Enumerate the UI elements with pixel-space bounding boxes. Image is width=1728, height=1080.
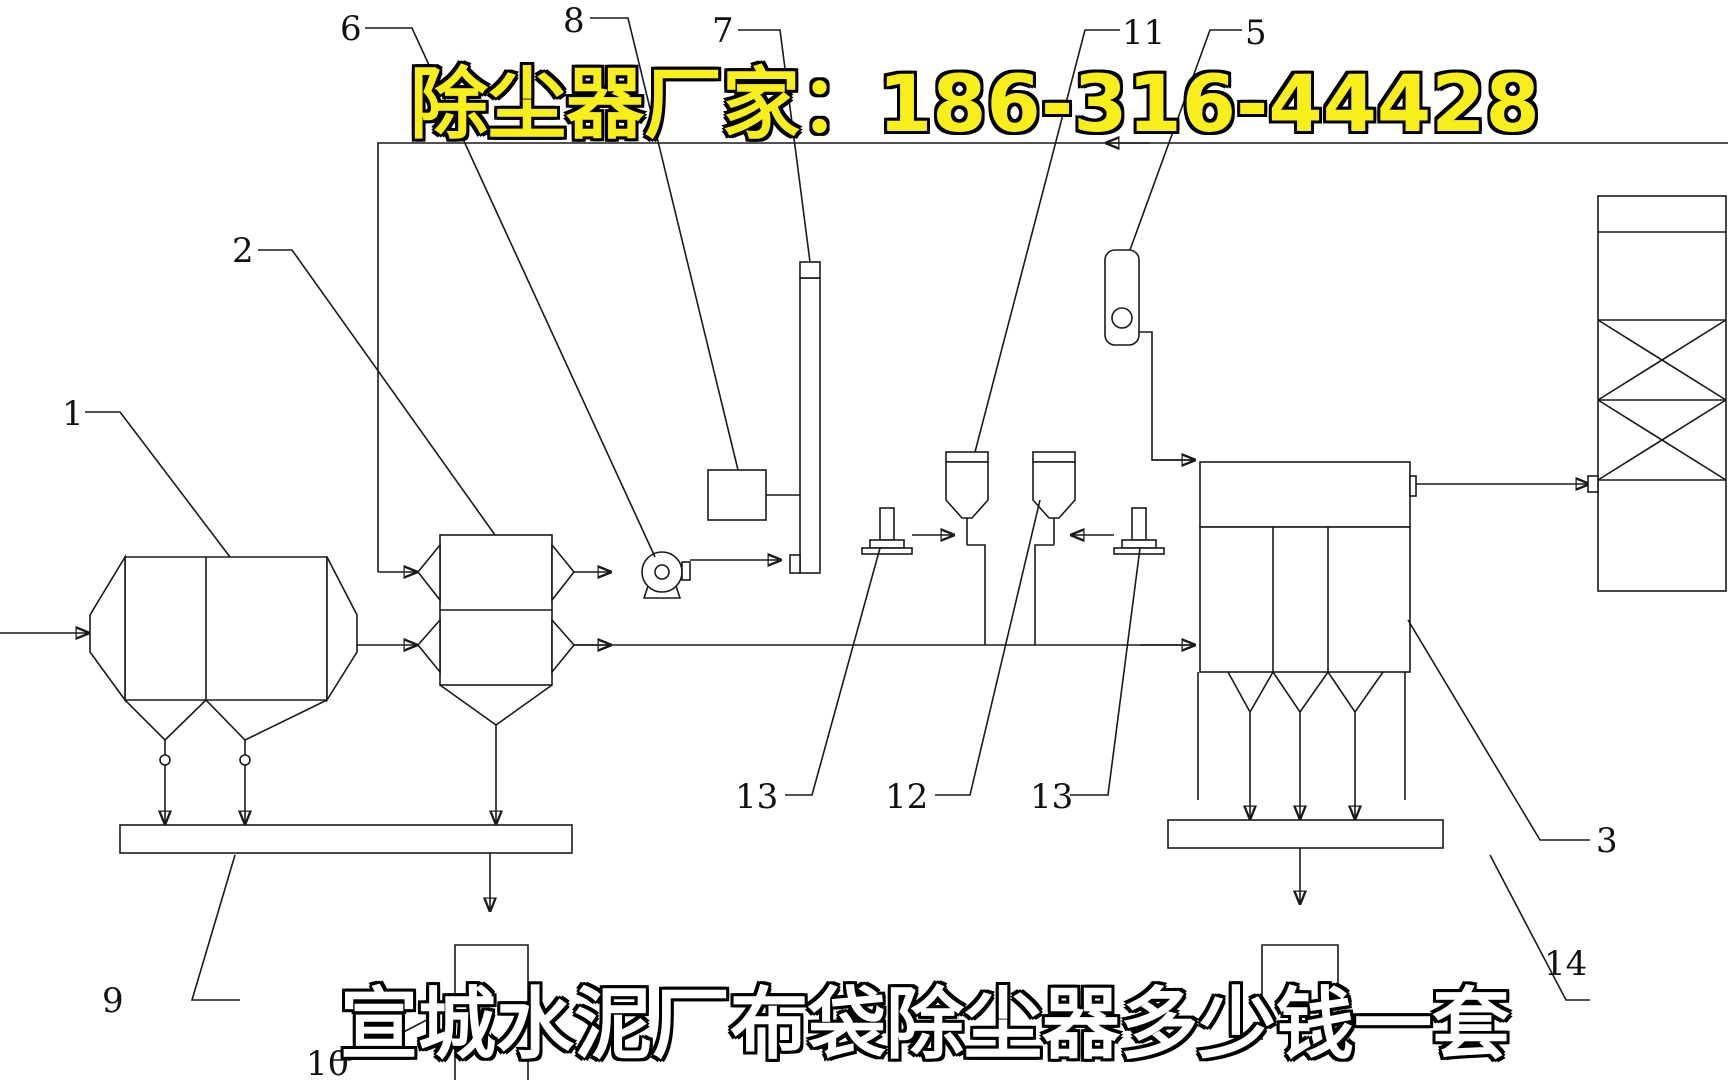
- recirculation-duct: [377, 143, 1728, 572]
- label-5: 5: [1245, 13, 1267, 53]
- dosing-pump-13a: [861, 507, 913, 555]
- label-11: 11: [1122, 13, 1165, 53]
- air-receiver-tank-5: [1104, 249, 1196, 460]
- callout-labels: 1 2 6 8 7 11 5 3 14 9 10 13 12 13: [62, 1, 1618, 1080]
- label-1: 1: [62, 394, 84, 434]
- pre-duster-unit-1: [89, 554, 358, 825]
- video-subtitle-caption: 宣城水泥厂布袋除尘器多少钱一套: [340, 980, 1511, 1070]
- hopper-12: [1032, 451, 1076, 545]
- dosing-piping: [912, 535, 1114, 645]
- manufacturer-phone-banner: 除尘器厂家：186-316-44428: [410, 60, 1540, 150]
- bag-filter-baghouse-3: [1197, 461, 1417, 820]
- conveyor-9: [119, 824, 573, 912]
- leader-lines: [85, 17, 1590, 1061]
- ash-bin-right: [1261, 944, 1339, 1040]
- dosing-pump-13b: [1113, 507, 1165, 555]
- label-8: 8: [563, 1, 585, 41]
- label-9: 9: [102, 981, 124, 1021]
- label-7: 7: [712, 11, 734, 51]
- label-3: 3: [1596, 821, 1618, 861]
- conveyor-14: [1167, 819, 1444, 905]
- control-box-8: [707, 469, 800, 521]
- label-6: 6: [340, 9, 362, 49]
- exhaust-stack: [1587, 195, 1727, 592]
- heat-exchanger-2: [416, 534, 576, 825]
- label-12: 12: [885, 777, 928, 817]
- induced-draft-fan-6: [641, 551, 691, 599]
- label-2: 2: [232, 231, 254, 271]
- riser-duct-7: [789, 261, 821, 574]
- label-13-left: 13: [735, 777, 778, 817]
- label-14: 14: [1544, 944, 1587, 984]
- ash-bin-10: [454, 944, 529, 1080]
- hopper-11: [945, 451, 989, 545]
- label-10: 10: [306, 1044, 349, 1080]
- label-13-right: 13: [1030, 777, 1073, 817]
